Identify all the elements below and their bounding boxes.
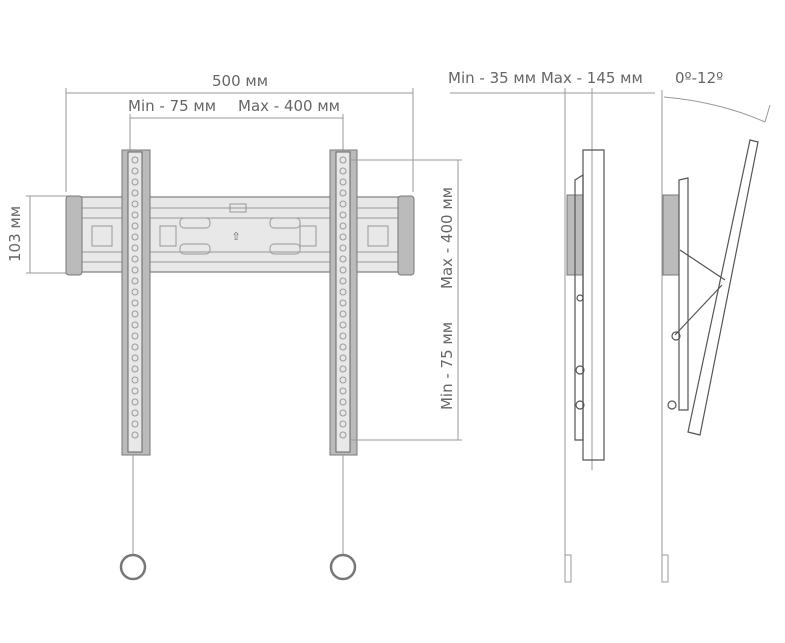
arm-hole [131, 189, 139, 197]
end-cap-left [65, 195, 83, 276]
arm-hole [339, 398, 347, 406]
arm-hole [131, 222, 139, 230]
arm-hole [131, 343, 139, 351]
arm-hole [339, 200, 347, 208]
vesa-h-max-label: Max - 400 мм [238, 97, 340, 115]
arm-hole [131, 398, 139, 406]
arm-hole [339, 321, 347, 329]
vesa-v-max-label: Max - 400 мм [438, 187, 456, 289]
arm-hole [339, 332, 347, 340]
side-view-fixed: Min - 35 мм Max - 145 мм [448, 69, 655, 583]
arm-right [329, 149, 358, 581]
arm-hole [339, 288, 347, 296]
arm-hole [339, 222, 347, 230]
arm-hole [339, 343, 347, 351]
width-label: 500 мм [212, 72, 268, 90]
vesa-h-min-label: Min - 75 мм [128, 97, 216, 115]
arm-hole [131, 233, 139, 241]
front-view: 500 мм Min - 75 мм Max - 400 мм 103 мм ⇧ [6, 72, 462, 581]
arm-hole [131, 178, 139, 186]
vesa-v-min-label: Min - 75 мм [438, 322, 456, 410]
arm-hole [131, 299, 139, 307]
wall-distance-label: Min - 35 мм Max - 145 мм [448, 69, 643, 87]
arm-hole [131, 167, 139, 175]
arm-hole [131, 244, 139, 252]
arm-hole [131, 420, 139, 428]
arm-hole [339, 354, 347, 362]
side-view-tilted: 0º-12º [661, 69, 771, 583]
arm-hole [339, 277, 347, 285]
up-arrow-icon: ⇧ [231, 230, 240, 243]
arm-hole [339, 376, 347, 384]
arm-hole [131, 431, 139, 439]
arm-hole [131, 255, 139, 263]
arm-hole [339, 244, 347, 252]
arm-hole [339, 420, 347, 428]
arm-hole [339, 156, 347, 164]
arm-hole [339, 431, 347, 439]
arm-hole [131, 376, 139, 384]
arm-hole [339, 299, 347, 307]
tilt-label: 0º-12º [675, 69, 723, 87]
arm-hole [131, 266, 139, 274]
arm-hole [131, 288, 139, 296]
plate-height-label: 103 мм [6, 206, 24, 262]
arm-hole [339, 255, 347, 263]
end-cap-right [397, 195, 415, 276]
arm-hole [339, 266, 347, 274]
arm-hole [131, 277, 139, 285]
arm-hole [339, 387, 347, 395]
arm-hole [131, 310, 139, 318]
arm-hole [131, 200, 139, 208]
arm-hole [339, 178, 347, 186]
arm-hole [339, 167, 347, 175]
arm-hole [131, 365, 139, 373]
arm-hole [339, 233, 347, 241]
arm-hole [131, 211, 139, 219]
arm-hole [131, 332, 139, 340]
arm-hole [339, 409, 347, 417]
arm-hole [131, 354, 139, 362]
arm-hole [131, 321, 139, 329]
tilt-arc [663, 96, 766, 123]
arm-hole [339, 189, 347, 197]
arm-hole [339, 211, 347, 219]
arm-hole [131, 156, 139, 164]
arm-hole [131, 409, 139, 417]
arm-left [119, 149, 151, 581]
arm-hole [131, 387, 139, 395]
arm-hole [339, 310, 347, 318]
arm-hole [339, 365, 347, 373]
